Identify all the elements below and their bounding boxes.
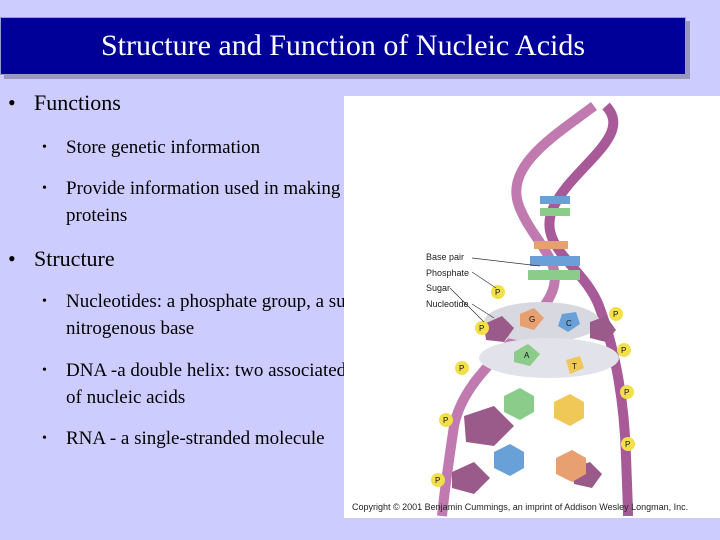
bullet-dot: • bbox=[42, 431, 47, 446]
base-letter-a: A bbox=[524, 351, 530, 360]
base-letter-g: G bbox=[529, 315, 535, 324]
dna-illustration: P P P P P P P P P G C A T Base pair Phos… bbox=[426, 101, 635, 517]
phosphate-label: P bbox=[443, 416, 448, 425]
phosphate bbox=[475, 321, 489, 335]
leader-line bbox=[471, 271, 497, 289]
adenine-base bbox=[514, 344, 540, 366]
thymine-ring bbox=[554, 394, 584, 426]
copyright-text: Copyright © 2001 Benjamin Cummings, an i… bbox=[352, 502, 689, 512]
nucleotide-highlight bbox=[484, 302, 600, 342]
cytosine-ring bbox=[494, 444, 524, 476]
phosphate bbox=[431, 473, 445, 487]
bullet-dot: • bbox=[42, 363, 47, 378]
label-nucleotide: Nucleotide bbox=[426, 299, 469, 309]
phosphate-label: P bbox=[624, 388, 629, 397]
leader-line bbox=[449, 287, 485, 323]
base-pair-rung bbox=[534, 241, 568, 249]
base-letter-t: T bbox=[572, 362, 577, 371]
backbone-right bbox=[544, 102, 633, 517]
phosphate bbox=[617, 343, 631, 357]
phosphate bbox=[620, 385, 634, 399]
base-pair-rung bbox=[530, 256, 580, 266]
cytosine-base bbox=[558, 312, 580, 332]
bullet-dot: • bbox=[42, 140, 47, 155]
label-phosphate: Phosphate bbox=[426, 268, 469, 278]
slide-title: Structure and Function of Nucleic Acids bbox=[100, 29, 586, 62]
label-base-pair: Base pair bbox=[426, 252, 464, 262]
sugar bbox=[452, 462, 490, 494]
base-pair-rung bbox=[540, 196, 570, 204]
phosphate-label: P bbox=[479, 324, 484, 333]
bullet-dot: • bbox=[42, 294, 47, 309]
phosphate bbox=[609, 307, 623, 321]
label-sugar: Sugar bbox=[426, 283, 450, 293]
bullet-dot: • bbox=[8, 90, 16, 115]
base-pair-rung bbox=[540, 208, 570, 216]
phosphate-label: P bbox=[621, 346, 626, 355]
phosphate-label: P bbox=[495, 288, 500, 297]
thymine-base bbox=[566, 356, 584, 374]
leader-line bbox=[471, 257, 541, 267]
phosphate bbox=[439, 413, 453, 427]
phosphate bbox=[455, 361, 469, 375]
phosphate-label: P bbox=[435, 476, 440, 485]
phosphate bbox=[621, 437, 635, 451]
phosphate bbox=[491, 285, 505, 299]
bullet-dot: • bbox=[8, 246, 16, 271]
guanine-ring bbox=[556, 450, 586, 482]
sugar bbox=[484, 316, 514, 342]
phosphate-label: P bbox=[613, 310, 618, 319]
guanine-base bbox=[520, 308, 544, 330]
nucleotide-highlight bbox=[479, 338, 619, 378]
dna-figure: P P P P P P P P P G C A T Base pair Phos… bbox=[344, 96, 720, 518]
adenine-ring bbox=[504, 388, 534, 420]
sugar bbox=[590, 316, 616, 342]
bullet-dot: • bbox=[42, 181, 47, 196]
leader-line bbox=[471, 303, 495, 319]
base-pair-rung bbox=[528, 270, 580, 280]
title-bar: Structure and Function of Nucleic Acids bbox=[0, 17, 686, 75]
sugar bbox=[464, 406, 514, 446]
phosphate-label: P bbox=[459, 364, 464, 373]
phosphate-label: P bbox=[625, 440, 630, 449]
base-letter-c: C bbox=[566, 319, 572, 328]
